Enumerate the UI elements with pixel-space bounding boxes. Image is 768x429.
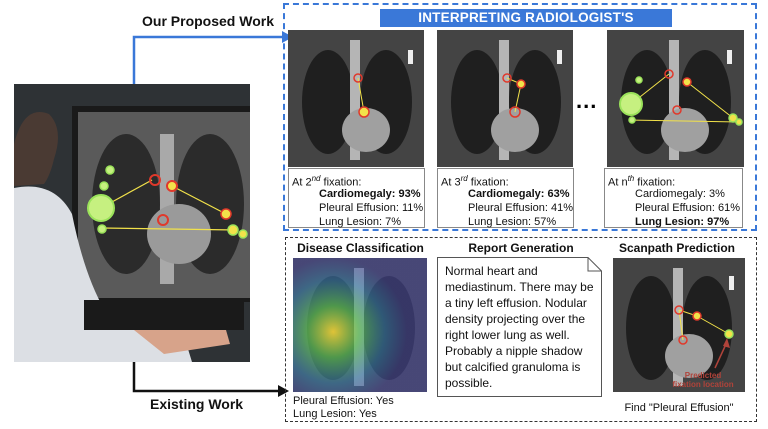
classification-title: Disease Classification xyxy=(297,241,424,255)
report-title: Report Generation xyxy=(468,241,574,255)
fixation-3-heading: At 3rd fixation: xyxy=(441,174,509,189)
scanpath-caption: Find "Pleural Effusion" xyxy=(624,402,734,414)
predicted-fixation-annotation: Predicted fixation location xyxy=(672,371,734,389)
finding-row: Cardiomegaly: 63% xyxy=(468,188,570,200)
report-text: Normal heart and mediastinum. There may … xyxy=(445,264,594,390)
fixation-2-panel: At 2nd fixation: Cardiomegaly: 93% Pleur… xyxy=(288,168,425,228)
fixation-2-heading: At 2nd fixation: xyxy=(292,174,362,189)
finding-row: Pleural Effusion: 11% xyxy=(319,202,424,214)
heatmap-xray xyxy=(293,258,427,392)
finding-row: Lung Lesion: 7% xyxy=(319,216,401,228)
fixation-3-panel: At 3rd fixation: Cardiomegaly: 63% Pleur… xyxy=(437,168,574,228)
proposed-work-label: Our Proposed Work xyxy=(142,13,274,29)
fixation-n-panel: At nth fixation: Cardiomegaly: 3% Pleura… xyxy=(604,168,743,228)
finding-row: Lung Lesion: 97% xyxy=(635,216,730,228)
xray-fixation-3 xyxy=(437,30,573,167)
finding-row: Pleural Effusion: 61% xyxy=(635,202,741,214)
existing-work-label: Existing Work xyxy=(150,396,244,412)
finding-row: Lung Lesion: 57% xyxy=(468,216,557,228)
report-document-icon xyxy=(437,257,602,397)
ellipsis: ... xyxy=(576,88,598,113)
classification-result-1: Pleural Effusion: Yes xyxy=(293,395,394,407)
scanpath-title: Scanpath Prediction xyxy=(618,241,736,255)
finding-row: Cardiomegaly: 3% xyxy=(635,188,725,200)
intention-banner: INTERPRETING RADIOLOGIST'S INTENTION xyxy=(380,9,672,43)
existing-work-box xyxy=(285,237,757,422)
xray-fixation-2 xyxy=(288,30,424,167)
radiologist-photo xyxy=(14,84,250,362)
finding-row: Pleural Effusion: 41% xyxy=(468,202,574,214)
scanpath-xray xyxy=(613,258,745,392)
proposed-work-box xyxy=(283,3,757,231)
finding-row: Cardiomegaly: 93% xyxy=(319,188,421,200)
xray-fixation-n xyxy=(607,30,744,167)
fixation-n-heading: At nth fixation: xyxy=(608,174,676,189)
classification-result-2: Lung Lesion: Yes xyxy=(293,408,377,420)
